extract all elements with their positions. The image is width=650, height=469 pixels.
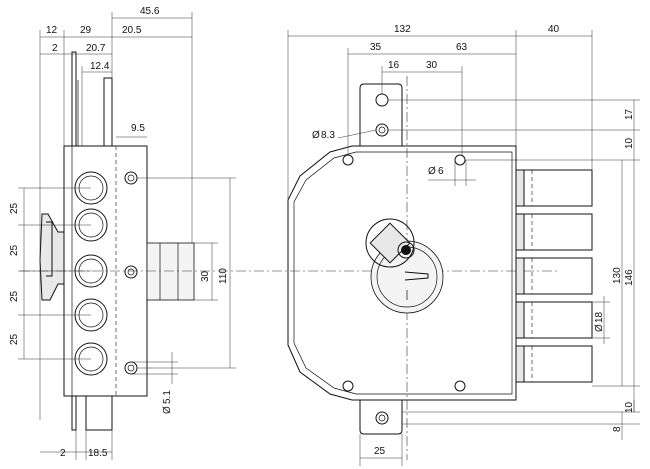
- side-deadbolt: [146, 242, 195, 301]
- side-top-tab: [71, 51, 77, 146]
- front-case-inner: [293, 151, 513, 395]
- dim-132: 132: [394, 24, 411, 35]
- front-bottom-tab: [359, 400, 403, 435]
- front-top-hole-small: [375, 93, 389, 107]
- side-bolt-heads: [74, 171, 108, 376]
- front-mount-hole: [454, 154, 466, 166]
- side-top-flange: [103, 77, 113, 146]
- dim-45-6: 45.6: [140, 6, 160, 17]
- side-bottom-tab: [71, 396, 77, 431]
- dia-6-symbol: Ø: [428, 166, 436, 177]
- side-screw-holes: [124, 171, 138, 375]
- dim-30: 30: [200, 270, 211, 282]
- dim-16: 16: [388, 60, 400, 71]
- screw-hole: [124, 361, 138, 375]
- dim-8: 8: [612, 426, 623, 432]
- front-mount-hole: [454, 380, 466, 392]
- front-bolt: [515, 345, 593, 383]
- dim-29: 29: [80, 25, 92, 36]
- dim-25-bottom: 25: [374, 446, 386, 457]
- dim-130: 130: [612, 267, 623, 284]
- front-bottom-hole-inner: [378, 414, 386, 422]
- side-dims-right: 30 110: [137, 177, 236, 369]
- dim-63: 63: [456, 42, 468, 53]
- front-bolt: [515, 213, 593, 251]
- dia-6-value: 6: [438, 166, 444, 177]
- front-top-hole: [375, 123, 389, 137]
- dim-10-bottom: 10: [624, 401, 635, 413]
- front-bolt-face: [515, 169, 525, 207]
- front-bolt-face: [515, 213, 525, 251]
- front-dims-top: 132 40 35 63 16 30: [287, 24, 593, 200]
- dim-35: 35: [370, 42, 382, 53]
- dim-2-bottom: 2: [60, 448, 66, 459]
- side-view: 45.6 12 29 20.5 2 20.7 12.4 9.5: [9, 6, 236, 460]
- front-bolt-face: [515, 345, 525, 383]
- side-dims-top: 45.6 12 29 20.5 2 20.7 12.4 9.5: [39, 6, 193, 420]
- front-mount-hole: [342, 154, 354, 166]
- side-key: [46, 221, 53, 277]
- side-dims-bottom: 2 18.5: [40, 430, 113, 460]
- front-bolt: [515, 301, 593, 339]
- dim-9-5: 9.5: [131, 123, 145, 134]
- dim-12: 12: [46, 25, 58, 36]
- screw-hole: [124, 265, 138, 279]
- front-mount-hole: [342, 380, 354, 392]
- front-dia-8-3: Ø 8.3: [312, 129, 377, 141]
- screw-hole-inner: [127, 268, 135, 276]
- dim-2-top: 2: [52, 43, 58, 54]
- screw-hole-inner: [127, 174, 135, 182]
- front-bolt-face: [515, 301, 525, 339]
- dia-8-3-symbol: Ø: [312, 130, 320, 141]
- front-top-hole-inner: [378, 126, 386, 134]
- dim-25-b: 25: [9, 244, 20, 256]
- dim-10-top: 10: [624, 137, 635, 149]
- front-dia-6: Ø 6: [428, 160, 476, 186]
- dim-25-d: 25: [9, 333, 20, 345]
- front-bolt: [515, 257, 593, 295]
- front-bottom-hole: [375, 411, 389, 425]
- dim-18-5: 18.5: [88, 448, 108, 459]
- dim-20-7: 20.7: [86, 43, 106, 54]
- side-bottom-flange: [85, 396, 113, 431]
- front-lock-cylinder: [365, 218, 444, 314]
- dim-12-4: 12.4: [90, 61, 110, 72]
- front-view: 132 40 35 63 16 30 Ø 8.3: [236, 24, 640, 466]
- side-dims-left: 25 25 25 25: [9, 187, 91, 360]
- screw-hole-inner: [127, 364, 135, 372]
- dim-25-a: 25: [9, 202, 20, 214]
- dim-dia-symbol-5-1: Ø: [162, 406, 173, 414]
- front-dim-bottom: 25: [359, 434, 403, 466]
- front-bolt: [515, 169, 593, 207]
- front-dia-18: Ø 18: [592, 296, 610, 344]
- dim-17: 17: [624, 108, 635, 120]
- front-bolt-face: [515, 257, 525, 295]
- dia-18-symbol: Ø: [594, 324, 605, 332]
- dim-40: 40: [548, 24, 560, 35]
- dia-18-value: 18: [594, 311, 605, 323]
- front-top-tab: [359, 83, 403, 146]
- dim-20-5: 20.5: [122, 25, 142, 36]
- front-bolts: [515, 169, 593, 383]
- front-dims-right: 17 10 130 146 10 8: [388, 99, 640, 440]
- screw-hole: [124, 171, 138, 185]
- dim-110: 110: [218, 268, 229, 284]
- dim-5-1: 5.1: [162, 390, 173, 404]
- side-dim-hole: Ø 5.1: [131, 352, 178, 414]
- dim-25-c: 25: [9, 290, 20, 302]
- dim-30: 30: [426, 60, 438, 71]
- dim-146: 146: [624, 269, 635, 286]
- dia-8-3-value: 8.3: [321, 130, 335, 141]
